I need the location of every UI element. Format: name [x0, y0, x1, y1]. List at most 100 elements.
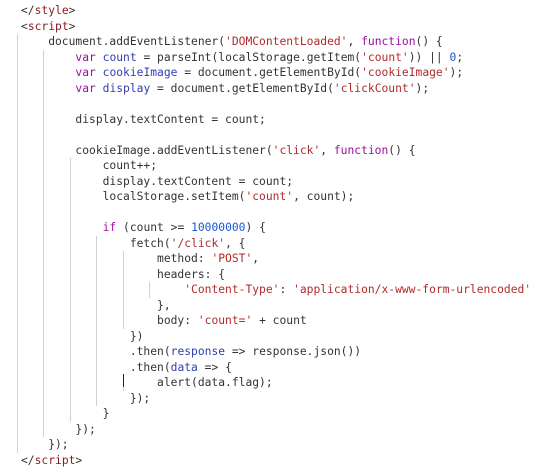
code-token-plain: alert(data.flag); — [21, 376, 273, 389]
code-line: }, — [21, 298, 171, 314]
code-token-number: 0 — [449, 50, 457, 64]
code-line: display.textContent = count; — [21, 112, 266, 128]
code-token-ident: count — [102, 50, 137, 64]
code-token-plain: () { — [388, 143, 416, 157]
indent-guide — [69, 158, 71, 422]
code-token-ident: cookieImage — [102, 66, 178, 79]
code-line: <script> — [21, 19, 75, 35]
code-token-plain: , — [320, 143, 334, 157]
code-token-plain: }); — [21, 422, 96, 436]
code-token-string: 'click' — [272, 143, 321, 157]
code-token-plain — [21, 51, 75, 64]
code-token-plain: display.textContent = count; — [21, 174, 294, 188]
code-token-plain: ; — [456, 50, 464, 64]
code-token-plain: }) — [21, 329, 144, 343]
code-token-plain: </ — [21, 4, 35, 17]
code-token-keyword: if — [102, 221, 117, 234]
code-token-tag: style — [34, 4, 69, 17]
code-line: </style> — [21, 3, 75, 19]
code-line: method: 'POST', — [21, 251, 259, 267]
code-line: count++; — [21, 158, 157, 174]
code-token-plain: } — [21, 407, 110, 420]
code-token-string: 'count' — [245, 190, 294, 203]
code-line: fetch('/click', { — [21, 236, 246, 252]
code-token-plain — [96, 82, 103, 95]
indent-guide — [43, 49, 45, 437]
code-token-string: 'Content-Type' — [184, 283, 280, 296]
code-token-plain — [96, 66, 103, 79]
code-line: } — [21, 406, 110, 422]
text-cursor — [123, 374, 124, 387]
indent-guide — [96, 235, 98, 406]
code-token-plain: fetch( — [21, 236, 171, 250]
code-token-plain: method: — [21, 252, 212, 265]
code-token-plain — [21, 82, 75, 95]
code-token-ident: response — [170, 345, 226, 358]
code-token-plain: > — [68, 19, 76, 33]
code-token-plain: display.textContent = count; — [21, 112, 266, 126]
code-token-keyword: function — [333, 143, 389, 157]
code-token-plain: , — [347, 35, 362, 48]
code-token-plain: => response.json()) — [225, 345, 362, 358]
code-line: }); — [21, 437, 68, 453]
code-token-plain: body: — [21, 314, 198, 327]
code-line: .then(response => response.json()) — [21, 344, 361, 360]
code-line: alert(data.flag); — [21, 375, 273, 391]
code-token-plain: , { — [225, 236, 246, 250]
code-token-plain: : — [279, 283, 294, 296]
code-line: }) — [21, 329, 144, 345]
code-token-string: 'clickCount' — [333, 81, 416, 95]
code-line: body: 'count=' + count — [21, 313, 307, 329]
code-token-plain: .then( — [21, 345, 171, 358]
code-token-plain: </ — [21, 453, 35, 467]
code-line: var count = parseInt(localStorage.getIte… — [21, 50, 463, 66]
code-token-string: 'DOMContentLoaded' — [225, 35, 348, 48]
code-line: if (count >= 10000000) { — [21, 220, 266, 236]
code-token-plain: = parseInt(localStorage.getItem( — [136, 50, 362, 64]
code-line: headers: { — [21, 267, 225, 283]
code-line: 'Content-Type': 'application/x-www-form-… — [21, 282, 531, 298]
code-line: display.textContent = count; — [21, 174, 293, 190]
code-line: localStorage.setItem('count', count); — [21, 189, 355, 205]
code-line: cookieImage.addEventListener('click', fu… — [21, 143, 416, 159]
code-token-plain: count++; — [21, 159, 158, 172]
code-token-plain: < — [21, 19, 28, 33]
code-token-keyword: function — [361, 35, 416, 48]
code-line: }); — [21, 422, 96, 438]
code-token-keyword: var — [75, 50, 96, 64]
code-token-plain: }, — [21, 298, 171, 312]
code-token-tag: script — [27, 19, 69, 33]
code-token-plain — [96, 51, 103, 64]
code-token-plain: > — [75, 453, 83, 467]
code-token-string: 'application/x-www-form-urlencoded' — [293, 283, 532, 296]
indent-guide — [149, 282, 151, 298]
code-token-string: 'POST' — [211, 252, 253, 265]
code-token-plain: () { — [415, 35, 443, 48]
code-token-keyword: var — [75, 81, 96, 95]
code-token-string: 'count=' — [197, 314, 253, 327]
indent-guide — [17, 34, 18, 453]
code-token-plain: ) { — [245, 221, 266, 234]
code-token-plain: document.addEventListener( — [21, 35, 226, 48]
code-token-plain: = document.getElementById( — [177, 66, 362, 79]
code-line: var cookieImage = document.getElementByI… — [21, 65, 463, 81]
indent-guide — [122, 251, 124, 329]
code-token-string: 'cookieImage' — [361, 66, 450, 79]
code-token-plain: ); — [449, 66, 464, 79]
code-token-string: '/click' — [170, 236, 226, 250]
code-token-plain — [21, 66, 75, 79]
code-token-plain: + count — [252, 314, 307, 327]
code-token-plain: localStorage.setItem( — [21, 190, 246, 203]
code-line: document.addEventListener('DOMContentLoa… — [21, 34, 443, 50]
code-token-plain: )) || — [408, 50, 450, 64]
code-token-plain: headers: { — [21, 267, 226, 281]
code-token-plain: cookieImage.addEventListener( — [21, 143, 273, 157]
code-token-number: 10000000 — [191, 221, 246, 234]
code-token-plain: }); — [21, 391, 151, 405]
code-token-ident: data — [170, 360, 198, 374]
code-token-plain: .then( — [21, 360, 171, 374]
code-token-ident: display — [102, 81, 151, 95]
code-token-plain: > — [68, 4, 76, 17]
code-line: }); — [21, 391, 150, 407]
